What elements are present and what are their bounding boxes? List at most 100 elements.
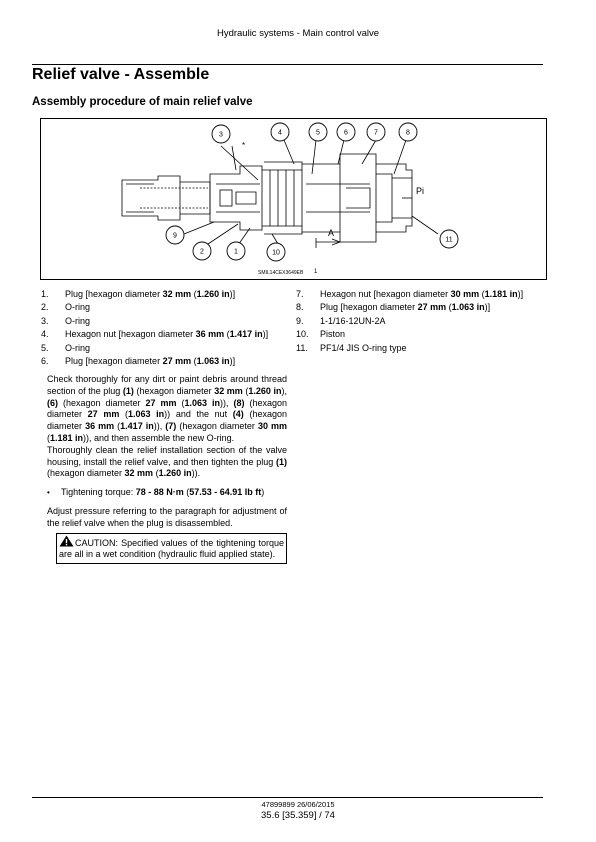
legend-number: 8.: [296, 302, 304, 313]
bold-text: 32 mm: [162, 289, 192, 299]
bold-text: 1.417 in: [229, 329, 263, 340]
section-title: Assembly procedure of main relief valve: [32, 96, 253, 108]
figure-frame: [40, 118, 547, 280]
instruction-paragraph-2: Thoroughly clean the relief installation…: [47, 445, 287, 480]
page-number: 35.6 [35.359] / 74: [261, 810, 335, 821]
bold-text: 1.063 in: [196, 356, 230, 367]
figure-number: 1: [314, 269, 318, 275]
legend-label: O-ring: [65, 302, 90, 312]
instruction-paragraph-3: Adjust pressure referring to the paragra…: [47, 506, 287, 530]
text-run: Hexagon nut [hexagon diameter: [320, 289, 451, 299]
legend-number: 11.: [296, 342, 308, 353]
instruction-paragraph-1: Check thoroughly for any dirt or paint d…: [47, 374, 287, 445]
text-run: 1-1/16-12UN-2A: [320, 315, 386, 326]
legend-number: 5.: [41, 342, 49, 353]
text-run: )]: [262, 329, 269, 340]
legend-item: 6.Plug [hexagon diameter 27 mm (1.063 in…: [41, 355, 268, 368]
text-run: (hexagon diameter: [176, 421, 258, 432]
text-run: O-ring: [65, 342, 91, 353]
callout-3: 3: [219, 132, 223, 139]
legend-item: 1.Plug [hexagon diameter 32 mm (1.260 in…: [41, 288, 268, 301]
caution-text: CAUTION: Specified values of the tighten…: [59, 537, 284, 560]
legend-item: 2. O-ring: [41, 301, 268, 314]
text-run: (: [176, 397, 185, 408]
legend-label: PF1/4 JIS O-ring type: [320, 343, 407, 353]
legend-label: 1-1/16-12UN-2A: [320, 316, 386, 326]
text-run: PF1/4 JIS O-ring type: [320, 342, 407, 353]
legend-item: 11. PF1/4 JIS O-ring type: [296, 342, 523, 355]
bold-text: 36 mm: [195, 329, 225, 340]
callout-4: 4: [278, 130, 282, 137]
text-run: )),: [220, 397, 234, 408]
bold-text: (7): [165, 421, 177, 432]
text-run: )]: [229, 289, 236, 299]
bold-text: 36 mm: [85, 421, 115, 432]
text-run: Adjust pressure referring to the paragra…: [47, 505, 287, 528]
text-run: (: [224, 329, 230, 340]
text-run: Hexagon nut [hexagon diameter: [65, 329, 196, 340]
bold-text: 1.063 in: [451, 302, 485, 313]
callout-2: 2: [200, 249, 204, 256]
legend-item: 9. 1-1/16-12UN-2A: [296, 315, 523, 328]
bold-text: (8): [233, 397, 245, 408]
bullet-dot-icon: •: [47, 488, 50, 498]
text-run: (: [479, 289, 485, 299]
bold-text: 30 mm: [257, 421, 287, 432]
legend-label: O-ring: [65, 343, 90, 353]
star-marker: *: [242, 141, 245, 150]
page-title: Relief valve - Assemble: [32, 66, 210, 83]
bold-text: (1): [276, 456, 287, 467]
text-run: Check thoroughly for any dirt or paint d…: [47, 374, 287, 396]
text-run: (: [191, 289, 197, 299]
text-run: O-ring: [65, 302, 91, 313]
bold-text: (4): [232, 409, 244, 420]
legend-item: 3.O-ring: [41, 315, 268, 328]
bold-text: 1.181 in: [50, 432, 84, 443]
text-run: (: [446, 302, 452, 313]
legend-label: Plug [hexagon diameter 27 mm (1.063 in)]: [65, 356, 235, 366]
bold-text: 1.063 in: [128, 409, 165, 420]
text-run: (: [153, 468, 159, 479]
text-run: )), and then assemble the new O-ring.: [83, 432, 235, 443]
text-run: )]: [229, 356, 236, 367]
bold-text: 30 mm: [450, 289, 480, 299]
text-run: Thoroughly clean the relief installation…: [47, 444, 287, 467]
bold-text: 57.53 - 64.91 lb ft: [189, 487, 262, 498]
callout-10: 10: [272, 250, 280, 257]
bold-text: 32 mm: [124, 468, 154, 479]
bold-text: 78 - 88 N·m: [135, 487, 184, 498]
procedure-text: Check thoroughly for any dirt or paint d…: [47, 374, 287, 565]
legend-number: 2.: [41, 302, 49, 313]
header-title: Hydraulic systems - Main control valve: [216, 28, 380, 39]
text-run: Piston: [320, 329, 346, 340]
bold-text: 27 mm: [87, 409, 120, 420]
legend-number: 10.: [296, 329, 309, 340]
text-run: (: [47, 432, 50, 443]
bold-text: 27 mm: [162, 356, 192, 367]
text-run: )]: [484, 302, 491, 313]
port-label-pi: Pi: [416, 186, 424, 196]
figure-code: SMIL14CEX3649EB: [258, 270, 304, 276]
legend-item: 5. O-ring: [41, 342, 268, 355]
text-run: (hexagon diameter: [47, 409, 287, 432]
bold-text: 1.181 in: [484, 289, 518, 299]
callout-9: 9: [173, 233, 177, 240]
text-run: Plug [hexagon diameter: [320, 302, 418, 313]
legend-item: 7. Hexagon nut [hexagon diameter 30 mm (1…: [296, 288, 523, 301]
parts-legend-left: 1.Plug [hexagon diameter 32 mm (1.260 in…: [41, 288, 268, 368]
legend-number: 4.: [41, 329, 49, 340]
bold-text: 27 mm: [145, 397, 177, 408]
bold-text: 1.260 in: [248, 385, 282, 396]
text-run: Tightening torque:: [61, 487, 136, 498]
text-run: O-ring: [65, 315, 91, 326]
legend-item: 8.Plug [hexagon diameter 27 mm (1.063 in…: [296, 301, 523, 314]
footer-divider: [32, 797, 543, 798]
warning-triangle-icon: [59, 535, 74, 547]
legend-label: O-ring: [65, 316, 90, 326]
bold-text: (1): [122, 385, 134, 396]
text-run: (: [242, 385, 249, 396]
callout-5: 5: [316, 130, 320, 137]
legend-number: 9.: [296, 315, 304, 326]
text-run: Plug [hexagon diameter: [65, 289, 163, 299]
legend-number: 7.: [296, 289, 304, 299]
